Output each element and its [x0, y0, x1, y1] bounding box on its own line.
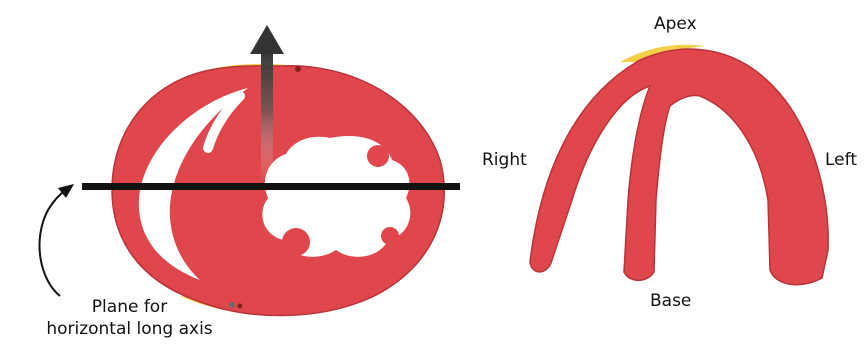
plane-label-line2: horizontal long axis: [12, 318, 247, 340]
left-label: Left: [825, 150, 857, 170]
horizontal-long-axis-plane-line: [82, 183, 460, 190]
short-axis-section: [39, 25, 460, 316]
plane-label-line1: Plane for: [12, 296, 247, 318]
view-direction-arrow-head: [250, 25, 284, 54]
right-label: Right: [482, 150, 527, 170]
view-direction-arrow-shaft: [261, 52, 273, 182]
base-label: Base: [650, 291, 691, 311]
plane-pointer-arrow: [39, 190, 66, 296]
coronary-vessel-top: [295, 66, 301, 72]
long-axis-section: [530, 45, 828, 285]
apex-label: Apex: [654, 14, 697, 34]
plane-label: Plane for horizontal long axis: [12, 296, 247, 340]
